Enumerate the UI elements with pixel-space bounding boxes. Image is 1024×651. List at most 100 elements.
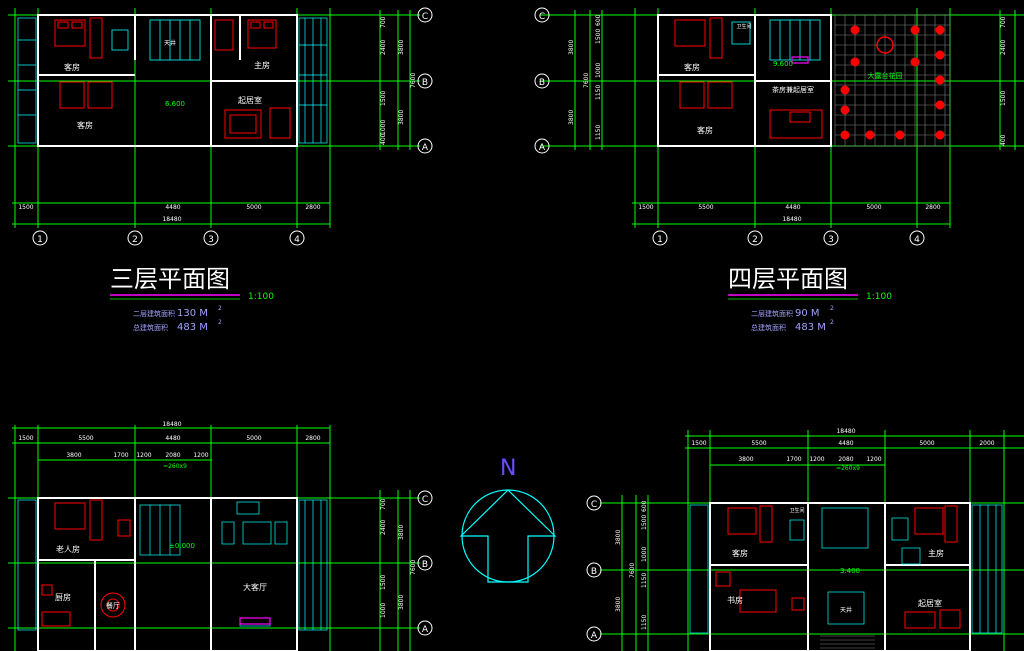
dim-first-t2: 5500 [78, 435, 93, 442]
plan-fourth-area-value: 90 M [795, 308, 820, 319]
dim-first-a: 3800 [66, 452, 81, 459]
dim-first-t1: 1500 [18, 435, 33, 442]
dim-fourth-s11: 1500 [1000, 91, 1007, 106]
dim-second-e: 1200 [866, 456, 881, 463]
dim-first-s7: 700 [380, 498, 387, 510]
plan-fourth-area-label: 二层建筑面积 [751, 309, 793, 318]
dim-fourth-s12: 400 [1000, 134, 1007, 146]
dim-third-d4: 2800 [305, 204, 320, 211]
room-first-living: 大客厅 [243, 582, 267, 592]
plan-fourth-total-sup: 2 [830, 319, 834, 326]
dim-third-s6: 3800 [398, 110, 405, 125]
axis-third-2: 2 [132, 235, 138, 245]
room-fourth-guest2: 客房 [697, 125, 713, 135]
dim-fourth-s2: 1500 [595, 29, 602, 44]
plan-fourth-area-sup: 2 [830, 305, 834, 312]
elevation-second: 3.400 [840, 567, 860, 575]
room-second-guest: 客房 [732, 548, 748, 558]
dim-fourth-d4: 5000 [866, 204, 881, 211]
dim-second-b: 1700 [786, 456, 801, 463]
plan-fourth-scale: 1:100 [866, 292, 892, 302]
dim-second-s7: 1150 [641, 615, 648, 630]
dim-fourth-d5: 2800 [925, 204, 940, 211]
axis-third-4: 4 [294, 235, 300, 245]
axis-first-b: B [422, 560, 428, 570]
axis-bubbles-first: C B A [417, 490, 433, 636]
plan-third-area-label: 二层建筑面积 [133, 309, 175, 318]
dim-first-total: 18480 [162, 421, 181, 428]
elevation-fourth: 9.600 [773, 60, 793, 68]
room-first-kitchen: 厨房 [55, 592, 71, 602]
plan-third-total-value: 483 M [177, 322, 208, 333]
axis-fourth-4: 4 [914, 235, 920, 245]
axis-fourth-c: C [539, 12, 545, 22]
dim-fourth-s7: 1150 [595, 125, 602, 140]
dim-first-s4: 1500 [380, 575, 387, 590]
axis-third-3: 3 [208, 235, 214, 245]
dim-third-s3: 3800 [398, 40, 405, 55]
dim-third-s8: 400 [380, 133, 387, 145]
axis-first-c: C [422, 495, 428, 505]
room-second-study: 书房 [727, 595, 743, 605]
axis-third-b: B [422, 78, 428, 88]
axis-third-1: 1 [37, 235, 43, 245]
dim-second-a: 3800 [738, 456, 753, 463]
axis-second-b: B [591, 567, 597, 577]
plan-third-area-sup: 2 [218, 305, 222, 312]
north-compass: N [459, 456, 557, 583]
dim-third-d3: 5000 [246, 204, 261, 211]
plan-fourth-total-value: 483 M [795, 322, 826, 333]
dim-third-s4: 7600 [410, 73, 417, 88]
plan-fourth-title: 四层平面图 [728, 265, 848, 293]
axis-third-a: A [422, 143, 429, 153]
room-fourth-guest1: 客房 [684, 62, 700, 72]
plan-third-area-value: 130 M [177, 308, 208, 319]
axis-second-a: A [591, 631, 598, 641]
axis-fourth-b: B [539, 78, 545, 88]
axis-bubbles-third: C B A 1 2 3 4 [32, 7, 433, 246]
axis-first-a: A [422, 625, 429, 635]
dim-first-b: 1700 [113, 452, 128, 459]
dim-first-t5: 2800 [305, 435, 320, 442]
plan-fourth-floor: 客房 客房 茶房兼起居室 大露台花园 卫生间 9.600 1500 5500 4… [534, 7, 1024, 333]
plan-fourth-total-label: 总建筑面积 [751, 323, 786, 332]
axis-bubbles-second: C B A [586, 495, 602, 642]
dim-first-stair: =260x9 [163, 463, 187, 470]
dim-first-s6: 1000 [380, 603, 387, 618]
dim-second-s6: 3800 [615, 597, 622, 612]
plan-first-floor: 老人房 厨房 餐厅 大客厅 ±0.000 18480 1500 5500 448… [8, 421, 433, 651]
dim-third-d2: 4480 [165, 204, 180, 211]
axis-third-c: C [422, 12, 428, 22]
plan-third-floor: 天井 客房 主房 客房 起居室 6.600 1500 4480 5000 280… [8, 7, 433, 333]
dim-first-s5: 3800 [398, 595, 405, 610]
dim-first-s2: 3800 [398, 525, 405, 540]
dim-second-s2: 1500 [641, 515, 648, 530]
dim-first-d: 2080 [165, 452, 180, 459]
room-second-living: 起居室 [918, 598, 942, 608]
dim-second-t3: 4480 [838, 440, 853, 447]
room-first-elder: 老人房 [56, 544, 80, 554]
dim-third-d1: 1500 [18, 204, 33, 211]
room-second-bath: 卫生间 [789, 507, 804, 514]
dim-second-stair: =260x9 [836, 465, 860, 472]
axis-fourth-1: 1 [657, 235, 663, 245]
dim-fourth-s8: 1000 [595, 63, 602, 78]
dim-second-t1: 1500 [691, 440, 706, 447]
dim-second-t5: 2000 [979, 440, 994, 447]
plan-second-floor: 客房 主房 书房 起居室 卫生间 天井 3.400 18480 1500 550… [586, 428, 1024, 651]
dim-second-t4: 5000 [919, 440, 934, 447]
dim-third-s1: 700 [380, 16, 387, 28]
axis-fourth-2: 2 [752, 235, 758, 245]
dim-fourth-total: 18480 [782, 216, 801, 223]
room-fourth-tea: 茶房兼起居室 [772, 85, 814, 94]
dim-third-s5: 1500 [380, 91, 387, 106]
dim-first-c: 1200 [136, 452, 151, 459]
plan-third-total-label: 总建筑面积 [133, 323, 168, 332]
plan-third-title: 三层平面图 [110, 265, 230, 293]
dim-fourth-d1: 1500 [638, 204, 653, 211]
room-second-void: 天井 [840, 606, 852, 614]
dim-first-e: 1200 [193, 452, 208, 459]
dim-fourth-s4: 7600 [583, 73, 590, 88]
room-third-guest1: 客房 [64, 62, 80, 72]
